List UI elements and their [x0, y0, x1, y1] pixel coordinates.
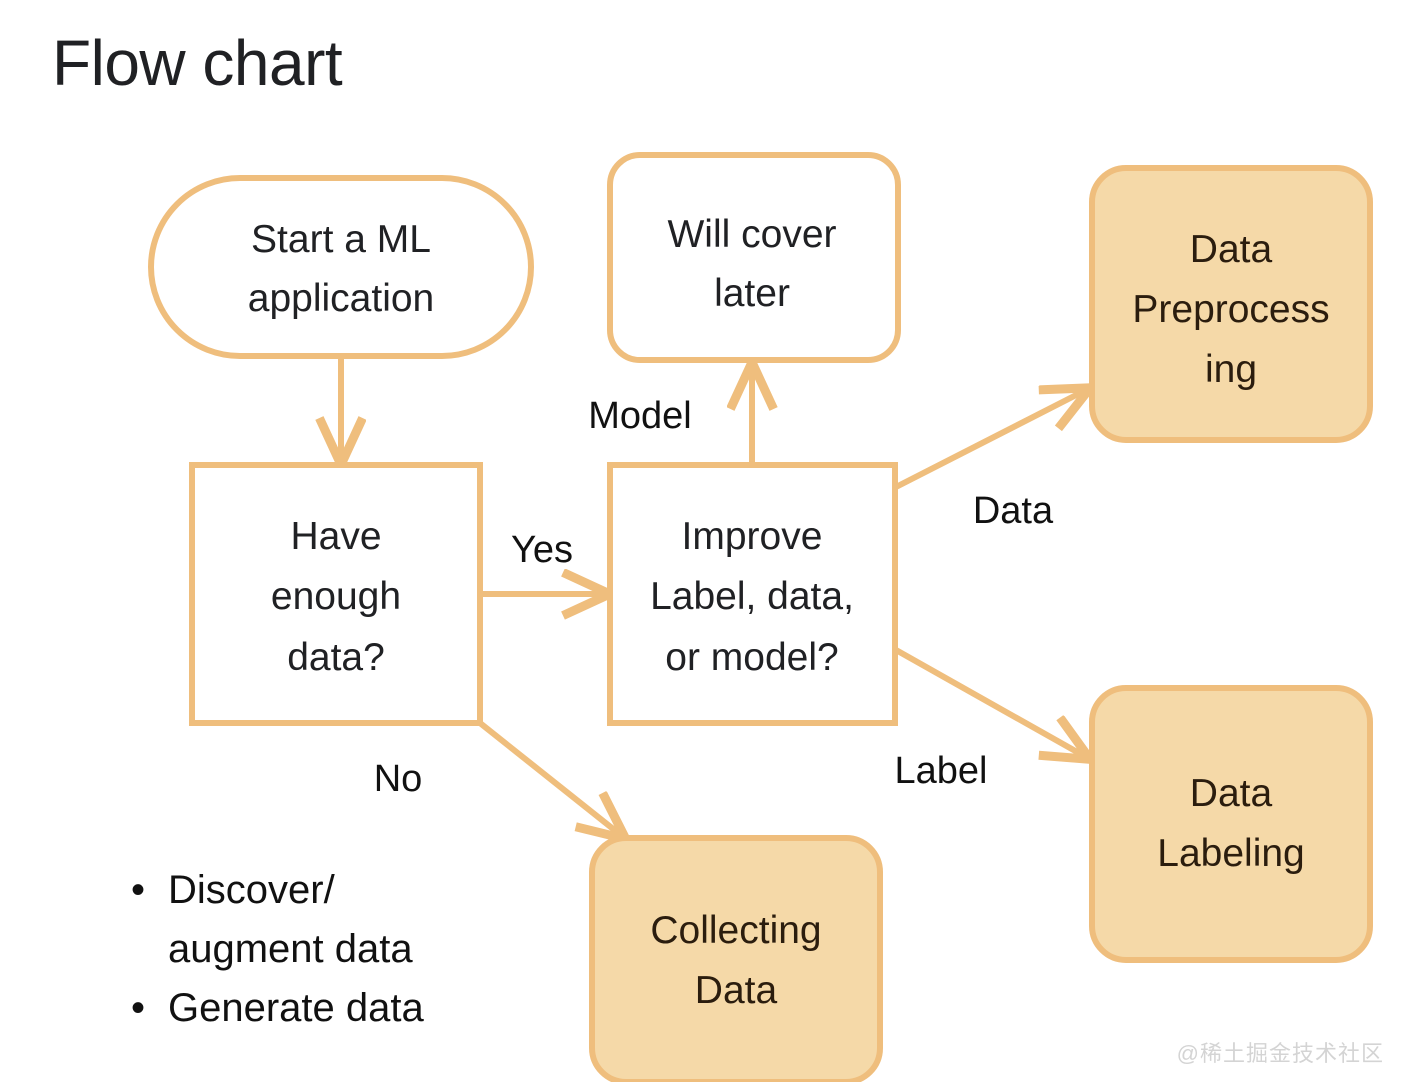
edge-have-enough-data-to-collecting-data: [478, 720, 622, 836]
node-have-enough-data-label-line1: Have: [290, 515, 381, 558]
node-start-label-line2: application: [248, 277, 434, 320]
node-data-labeling-label-line2: Labeling: [1157, 832, 1304, 875]
node-data-labeling-label-line1: Data: [1190, 772, 1273, 815]
node-shape-rounded-rect: [1089, 165, 1373, 443]
node-collecting-data-label-line1: Collecting: [650, 909, 821, 952]
edge-improve-to-data-preprocessing: [894, 390, 1086, 490]
edge-label-data: Data: [973, 490, 1054, 532]
node-data-preprocessing-label-line1: Data: [1190, 228, 1273, 271]
page-title: Flow chart: [52, 27, 343, 99]
node-shape-rounded-rect: [607, 152, 901, 363]
bullet-item-1-line2: augment data: [168, 927, 413, 971]
bullet-item-2-line1: Generate data: [168, 986, 424, 1030]
edge-label-model: Model: [588, 395, 692, 437]
node-collecting-data[interactable]: Collecting Data: [589, 835, 883, 1082]
node-will-cover-later[interactable]: Will cover later: [607, 152, 901, 363]
edge-label-yes: Yes: [511, 529, 573, 571]
node-shape-rounded-rect: [589, 835, 883, 1082]
node-have-enough-data-label-line3: data?: [287, 636, 385, 679]
node-shape-rectangle: [189, 462, 483, 726]
edge-improve-to-data-labeling: [894, 647, 1086, 757]
node-data-labeling[interactable]: Data Labeling: [1089, 685, 1373, 963]
node-start-a-ml-application[interactable]: Start a ML application: [148, 175, 534, 359]
node-have-enough-data-label-line2: enough: [271, 575, 401, 618]
edge-label-no: No: [374, 758, 423, 800]
node-improve-label-line2: Label, data,: [650, 575, 854, 618]
notes-bullet-list: • Discover/ augment data • Generate data: [131, 868, 424, 1030]
node-start-label-line1: Start a ML: [251, 218, 431, 261]
node-data-preprocessing[interactable]: Data Preprocess ing: [1089, 165, 1373, 443]
node-shape-rectangle: [607, 462, 898, 726]
node-improve-label-data-or-model[interactable]: Improve Label, data, or model?: [607, 462, 898, 726]
node-shape-stadium: [148, 175, 534, 359]
node-shape-rounded-rect: [1089, 685, 1373, 963]
edge-label-label: Label: [895, 750, 988, 792]
watermark: @稀土掘金技术社区: [1176, 1041, 1384, 1066]
node-data-preprocessing-label-line2: Preprocess: [1132, 288, 1329, 331]
node-data-preprocessing-label-line3: ing: [1205, 348, 1257, 391]
bullet-item-1-line1: Discover/: [168, 868, 336, 912]
node-will-cover-later-label-line2: later: [714, 272, 790, 315]
node-collecting-data-label-line2: Data: [695, 969, 778, 1012]
node-improve-label-line3: or model?: [665, 636, 838, 679]
node-have-enough-data[interactable]: Have enough data?: [189, 462, 483, 726]
node-improve-label-line1: Improve: [682, 515, 823, 558]
node-will-cover-later-label-line1: Will cover: [667, 213, 836, 256]
bullet-marker-2: •: [131, 986, 145, 1030]
bullet-marker-1: •: [131, 868, 145, 912]
